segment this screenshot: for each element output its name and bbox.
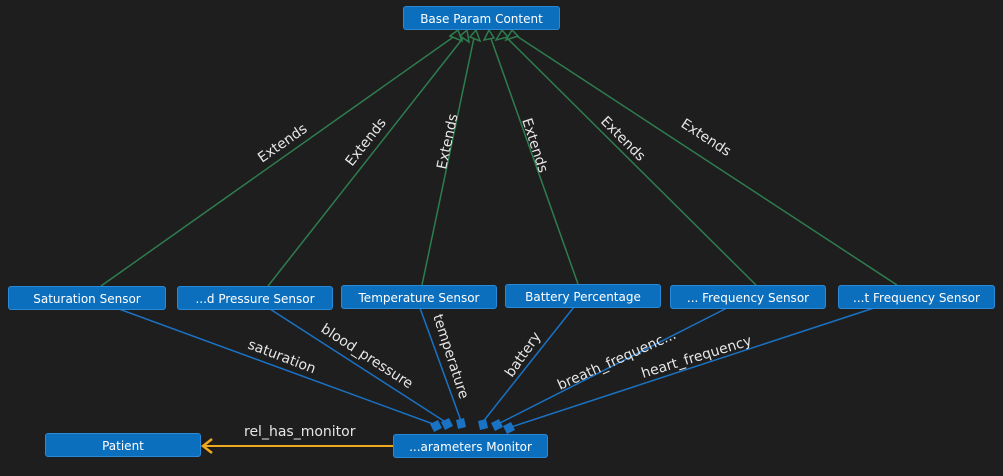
node-heart-frequency-sensor[interactable]: ...t Frequency Sensor xyxy=(838,285,995,309)
ref-edge-saturation[interactable] xyxy=(118,308,437,426)
extends-edge-pressure[interactable] xyxy=(267,32,468,287)
extends-edge-saturation[interactable] xyxy=(100,32,460,287)
ref-edge-breath-frequency[interactable] xyxy=(495,307,728,426)
node-blood-pressure-sensor[interactable]: ...d Pressure Sensor xyxy=(177,286,333,310)
edge-label-saturation: saturation xyxy=(246,337,318,378)
ref-edge-markers xyxy=(430,418,515,434)
extends-label-4: Extends xyxy=(518,116,551,174)
edge-label-temperature: temperature xyxy=(429,312,471,401)
node-parameters-monitor[interactable]: ...arameters Monitor xyxy=(393,434,548,458)
extends-label-6: Extends xyxy=(678,116,734,160)
node-saturation-sensor[interactable]: Saturation Sensor xyxy=(8,286,166,310)
ref-edge-temperature[interactable] xyxy=(419,307,462,422)
node-breath-frequency-sensor[interactable]: ... Frequency Sensor xyxy=(670,285,826,309)
node-patient[interactable]: Patient xyxy=(45,433,201,457)
ref-edge-blood-pressure[interactable] xyxy=(269,308,448,424)
edge-label-blood-pressure: blood_pressure xyxy=(318,321,416,392)
ref-edge-heart-frequency[interactable] xyxy=(507,307,875,429)
rel-has-monitor-arrowhead xyxy=(200,438,213,454)
extends-arrowheads xyxy=(448,28,520,44)
extends-edge-heart[interactable] xyxy=(511,32,898,286)
ref-edge-battery[interactable] xyxy=(481,306,575,424)
extends-edge-temperature[interactable] xyxy=(421,32,476,286)
node-base-param-content[interactable]: Base Param Content xyxy=(403,6,560,30)
edge-label-battery: battery xyxy=(502,329,544,380)
extends-edge-breath[interactable] xyxy=(501,32,757,286)
extends-edge-battery[interactable] xyxy=(488,32,579,285)
extends-label-5: Extends xyxy=(597,114,648,165)
node-battery-percentage[interactable]: Battery Percentage xyxy=(505,284,661,308)
extends-label-3: Extends xyxy=(434,112,461,170)
node-temperature-sensor[interactable]: Temperature Sensor xyxy=(341,285,497,309)
edge-label-rel-has-monitor: rel_has_monitor xyxy=(244,424,356,440)
